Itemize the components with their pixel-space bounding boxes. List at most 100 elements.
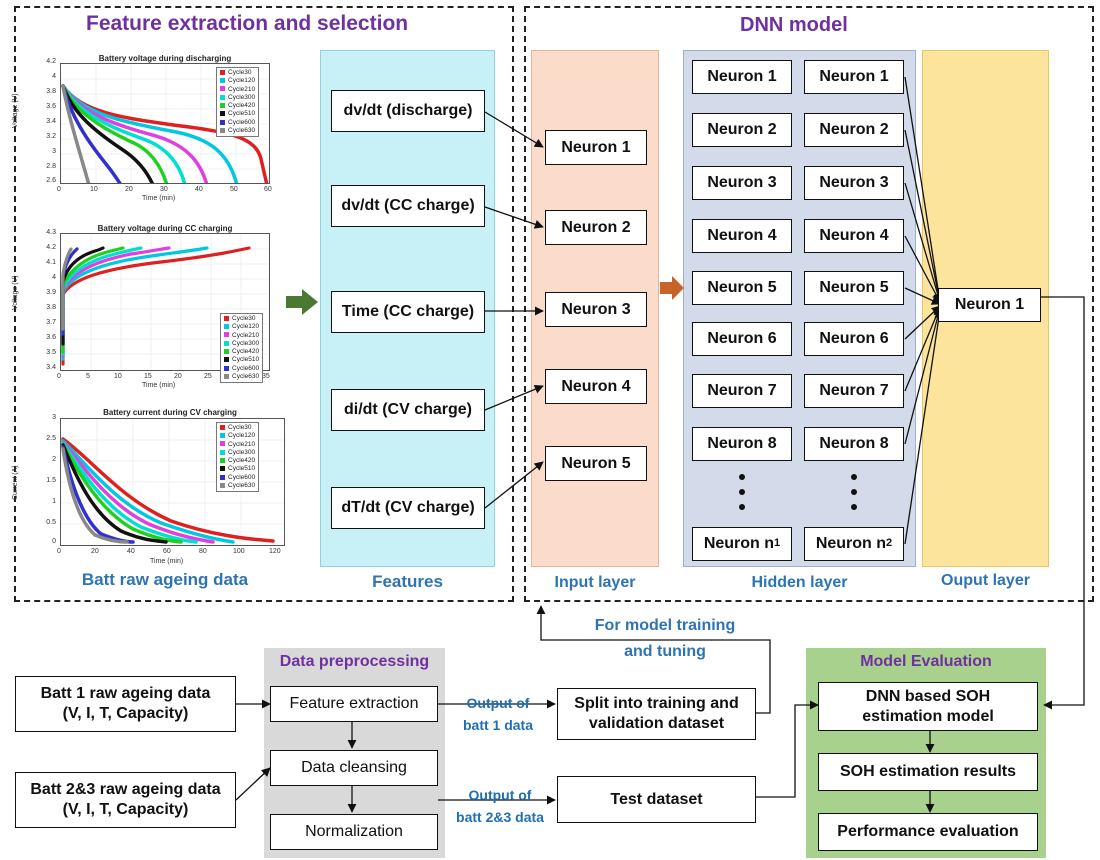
plot3-legend-item: Cycle510 <box>220 465 255 473</box>
plot1-ytick: 3 <box>52 148 56 155</box>
plot3-xtick: 80 <box>199 548 207 555</box>
hidden2-neuron-2: Neuron 2 <box>804 113 904 147</box>
plot2-legend-item: Cycle300 <box>224 340 259 348</box>
hidden2-neuron-6: Neuron 6 <box>804 322 904 356</box>
hidden2-neuron-n2-sub: 2 <box>886 537 893 550</box>
plot1-curves <box>61 64 269 183</box>
plot2-xtick: 20 <box>174 373 182 380</box>
plot2-curves <box>61 234 269 370</box>
plot2-legend-item: Cycle600 <box>224 365 259 373</box>
split-line1: Split into training and <box>574 695 739 712</box>
split-to-training <box>536 605 771 714</box>
plot3-legend-item: Cycle600 <box>220 474 255 482</box>
plot1-xtick: 50 <box>230 186 238 193</box>
hidden-to-output-6 <box>904 305 941 340</box>
plot3-xtick: 60 <box>163 548 171 555</box>
hidden-to-output-8 <box>904 307 943 445</box>
test-dataset-box: Test dataset <box>557 776 756 823</box>
feature-time-cc-charge: Time (CC charge) <box>331 291 485 333</box>
output-batt1-line1: Output of <box>466 695 530 711</box>
plot1-ytick: 3.2 <box>46 133 56 140</box>
plot1-legend-item: Cycle510 <box>220 110 255 118</box>
hidden2-neuron-3: Neuron 3 <box>804 166 904 200</box>
batt1-line2: (V, I, T, Capacity) <box>62 705 189 722</box>
plot3-ytick: 0.5 <box>46 519 56 526</box>
plot2-ytick: 3.8 <box>46 304 56 311</box>
plot1-series-cycle630 <box>61 84 91 183</box>
hidden2-neuron-n2-label: Neuron n <box>815 535 887 552</box>
feature-didt-cv-charge: di/dt (CV charge) <box>331 389 485 431</box>
plot1-ytick: 2.8 <box>46 163 56 170</box>
plot2-xtick: 25 <box>204 373 212 380</box>
feature4-to-input4 <box>484 384 544 411</box>
batt23-to-data-cleansing <box>235 767 271 801</box>
feature2-to-input2 <box>484 206 544 229</box>
hidden1-neuron-1: Neuron 1 <box>692 60 792 94</box>
plot1-xtick: 60 <box>264 186 272 193</box>
plot2-ytick: 3.5 <box>46 349 56 356</box>
plot2-title: Battery voltage during CC charging <box>97 224 233 233</box>
plot2-yticks: 4.3 4.2 4.1 4 3.9 3.8 3.7 3.6 3.5 3.4 <box>38 229 58 374</box>
plot3-series-cycle300 <box>61 441 198 544</box>
hidden2-neuron-4: Neuron 4 <box>804 219 904 253</box>
plot3-series-cycle630 <box>61 447 129 544</box>
plot3-yticks: 3 2.5 2 1.5 1 0.5 0 <box>38 414 58 549</box>
plot2-legend-item: Cycle630 <box>224 373 259 381</box>
plot1-legend-item: Cycle420 <box>220 102 255 110</box>
test-to-soh-model <box>756 700 819 798</box>
plot2-xtick: 15 <box>144 373 152 380</box>
feature-dvdt-discharge: dv/dt (discharge) <box>331 90 485 132</box>
batt23-raw-data-box: Batt 2&3 raw ageing data (V, I, T, Capac… <box>15 772 236 828</box>
plot2-legend-item: Cycle420 <box>224 348 259 356</box>
plot3-xlabel: Time (min) <box>150 558 184 565</box>
dnn-model-frame <box>524 6 1094 602</box>
dnn-soh-line1: DNN based SOH <box>865 687 991 705</box>
plot2-ytick: 4 <box>52 274 56 281</box>
plot2-series-cycle420 <box>61 246 125 354</box>
input-neuron-4: Neuron 4 <box>545 369 647 404</box>
plot3-xtick: 120 <box>269 548 281 555</box>
input-neuron-3: Neuron 3 <box>545 292 647 327</box>
plot2-series-cycle120 <box>61 246 209 361</box>
plot1-series-cycle120 <box>61 84 239 183</box>
feature-extraction-box: Feature extraction <box>270 686 438 722</box>
plot3-ytick: 1.5 <box>46 477 56 484</box>
hidden-to-output-n <box>904 309 944 545</box>
input-neuron-5: Neuron 5 <box>545 446 647 481</box>
hidden-ellipsis-dots <box>739 474 857 510</box>
hidden-to-output-2 <box>904 129 943 303</box>
plot2-ytick: 3.4 <box>46 364 56 371</box>
training-note-line1: For model training <box>594 617 736 634</box>
input-neuron-2: Neuron 2 <box>545 210 647 245</box>
plot3-legend-item: Cycle210 <box>220 441 255 449</box>
input-layer-label: Input layer <box>554 574 636 591</box>
feature-dvdt-cc-charge: dv/dt (CC charge) <box>331 185 485 227</box>
plot1-legend-item: Cycle630 <box>220 127 255 135</box>
raw-data-label: Batt raw ageing data <box>81 570 249 589</box>
plot2-series-cycle300 <box>61 246 143 356</box>
output-neuron-1: Neuron 1 <box>938 288 1041 322</box>
plot1-ytick: 3.6 <box>46 103 56 110</box>
plot2-ytick: 4.1 <box>46 259 56 266</box>
hidden1-neuron-n1-label: Neuron n <box>703 535 775 552</box>
plot3-title: Battery current during CV charging <box>103 408 237 417</box>
input-to-hidden-arrow <box>660 276 684 300</box>
plot3-xtick: 0 <box>57 548 61 555</box>
plot2-legend-item: Cycle30 <box>224 315 259 323</box>
plot1-yticks: 4.2 4 3.8 3.6 3.4 3.2 3 2.8 2.6 <box>38 58 58 188</box>
plot3-ytick: 1 <box>52 498 56 505</box>
performance-evaluation-box: Performance evaluation <box>818 813 1038 851</box>
plot2-xtick: 10 <box>114 373 122 380</box>
plot3-legend-item: Cycle30 <box>220 424 255 432</box>
hidden-to-output-1 <box>904 76 944 303</box>
plot2-series-cycle30 <box>61 246 251 366</box>
raw-to-features-arrow <box>286 289 318 315</box>
plot1-title: Battery voltage during discharging <box>98 54 232 63</box>
output-batt23-line2: batt 2&3 data <box>456 809 544 826</box>
output-batt23-line1: Output of <box>468 787 532 803</box>
plot1-xtick: 30 <box>160 186 168 193</box>
hidden-to-output-5 <box>904 287 941 305</box>
plot2-legend: Cycle30 Cycle120 Cycle210 Cycle300 Cycle… <box>220 313 264 384</box>
